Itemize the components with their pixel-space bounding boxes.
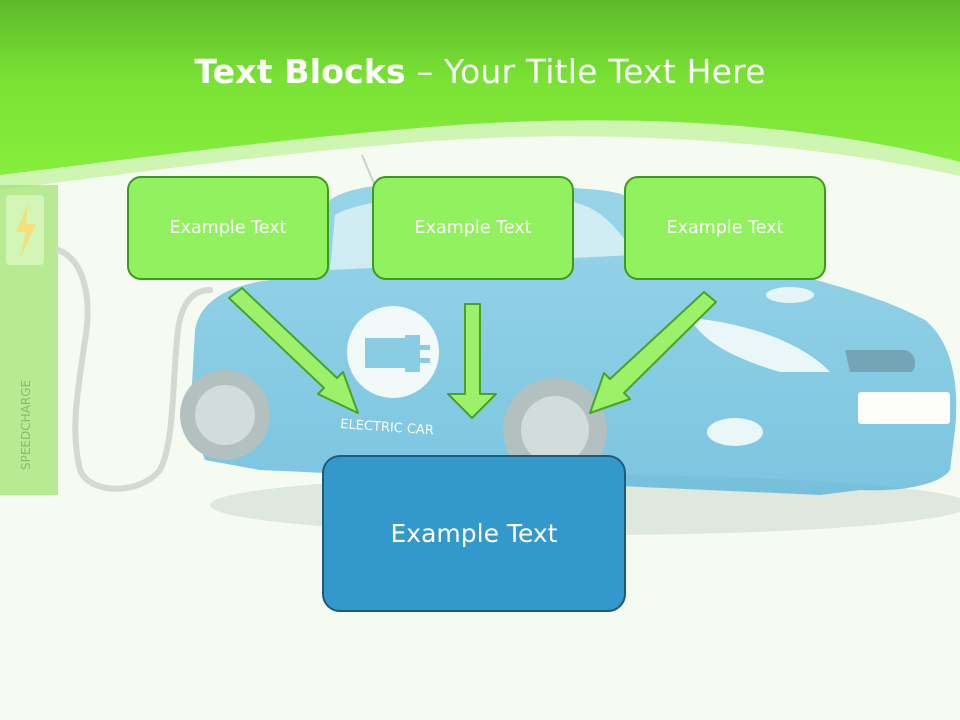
text-block-1-label: Example Text (169, 218, 287, 238)
arrow-center (447, 303, 497, 419)
header-band (0, 0, 960, 175)
text-block-2: Example Text (372, 176, 574, 280)
lightning-icon (16, 203, 36, 258)
text-block-3-label: Example Text (666, 218, 784, 238)
car-label: ELECTRIC CAR (340, 417, 435, 439)
slide-title: Text Blocks – Your Title Text Here (0, 52, 960, 91)
title-bold: Text Blocks (194, 52, 406, 91)
text-block-2-label: Example Text (414, 218, 532, 238)
header-swoosh (0, 120, 960, 190)
text-block-1: Example Text (127, 176, 329, 280)
charger-label: SPEEDCHARGE (19, 380, 33, 470)
title-rest: – Your Title Text Here (405, 52, 766, 91)
text-block-3: Example Text (624, 176, 826, 280)
arrow-right (589, 291, 717, 414)
charging-station: SPEEDCHARGE (0, 185, 213, 495)
plug-icon (365, 335, 430, 372)
main-text-block-label: Example Text (390, 519, 558, 548)
main-text-block: Example Text (322, 455, 626, 612)
arrow-left (228, 287, 359, 414)
